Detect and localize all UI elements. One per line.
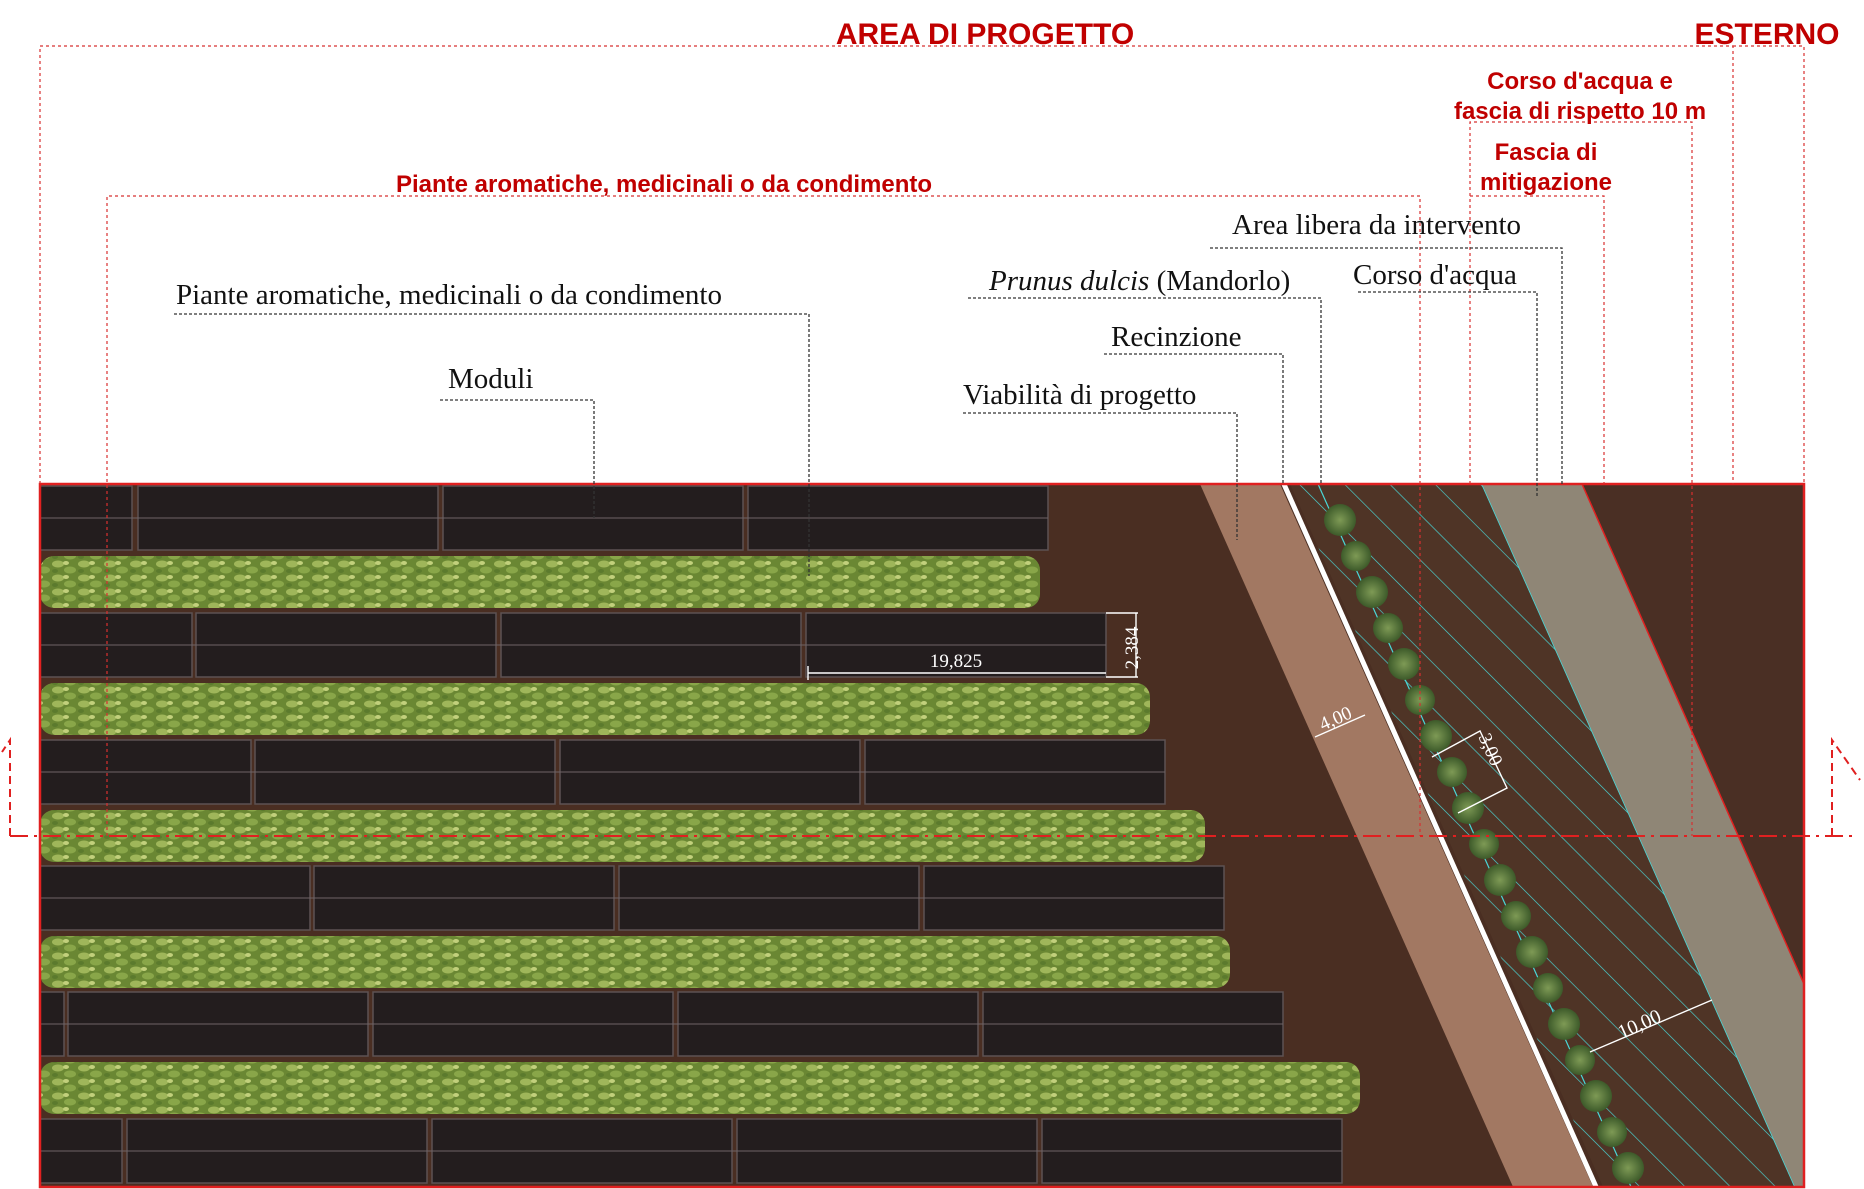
almond-tree [1597, 1117, 1627, 1147]
dimension-module-length: 19,825 [930, 651, 982, 672]
bracket-esterno [1733, 45, 1805, 484]
leader-viabilita [963, 412, 1238, 540]
almond-tree [1484, 864, 1516, 896]
leader-lines [174, 247, 1563, 576]
label-recinzione: Recinzione [1111, 321, 1241, 353]
bracket-mitigazione [1470, 195, 1605, 484]
module-midlines [40, 517, 1342, 1152]
plant-strip [40, 936, 1230, 988]
title-piante-zone: Piante aromatiche, medicinali o da condi… [396, 171, 932, 198]
almond-tree [1437, 757, 1467, 787]
almond-tree [1341, 541, 1371, 571]
dimension-module [807, 612, 1138, 680]
label-viabilita: Viabilità di progetto [963, 379, 1196, 411]
title-corso-fascia-2: fascia di rispetto 10 m [1454, 98, 1706, 125]
dimension-module-width: 2,384 [1122, 626, 1143, 669]
label-corso-acqua: Corso d'acqua [1353, 259, 1517, 291]
bracket-corso-fascia [1469, 121, 1693, 836]
almond-tree [1612, 1152, 1644, 1184]
section-marker-right [1831, 736, 1861, 836]
title-mitigazione-2: mitigazione [1480, 169, 1612, 196]
label-piante: Piante aromatiche, medicinali o da condi… [176, 279, 722, 311]
almond-tree [1565, 1045, 1595, 1075]
almond-tree [1516, 936, 1548, 968]
dimension-road [1314, 714, 1366, 738]
almond-tree [1501, 901, 1531, 931]
plant-strip [40, 810, 1205, 862]
label-moduli: Moduli [448, 363, 533, 395]
label-area-libera: Area libera da intervento [1232, 209, 1521, 241]
dimension-buffer [1589, 999, 1713, 1053]
leader-moduli [440, 399, 595, 518]
title-mitigazione-1: Fascia di [1495, 139, 1598, 166]
title-esterno: ESTERNO [1694, 18, 1839, 51]
label-prunus-species: Prunus dulcis [988, 265, 1149, 297]
almond-tree [1356, 576, 1388, 608]
label-prunus-common: (Mandorlo) [1149, 265, 1290, 297]
leader-recinzione [1104, 353, 1284, 484]
leader-prunus [968, 297, 1322, 484]
almond-tree [1373, 613, 1403, 643]
almond-trees [1324, 504, 1644, 1184]
almond-tree [1388, 648, 1420, 680]
bracket-area-progetto [39, 45, 1734, 484]
dimension-mitigation [1431, 730, 1508, 814]
plant-strip [40, 683, 1150, 735]
bracket-piante-zone [106, 195, 1421, 836]
exterior-boundary [1581, 484, 1804, 985]
almond-tree [1548, 1008, 1580, 1040]
aromatic-plant-rows [40, 556, 1360, 1114]
label-prunus: Prunus dulcis (Mandorlo) [988, 265, 1290, 297]
zone-brackets [39, 45, 1805, 836]
title-area-progetto: AREA DI PROGETTO [836, 18, 1134, 51]
title-corso-fascia-1: Corso d'acqua e [1487, 68, 1673, 95]
almond-tree [1469, 829, 1499, 859]
plant-strip [40, 1062, 1360, 1114]
almond-tree [1580, 1080, 1612, 1112]
leader-corso-acqua [1358, 291, 1538, 496]
plant-strip [40, 556, 1040, 608]
section-marker-left [1, 736, 11, 836]
almond-tree [1533, 973, 1563, 1003]
leader-piante [174, 313, 810, 576]
almond-tree [1324, 504, 1356, 536]
almond-tree [1420, 720, 1452, 752]
leader-area-libera [1210, 247, 1563, 484]
